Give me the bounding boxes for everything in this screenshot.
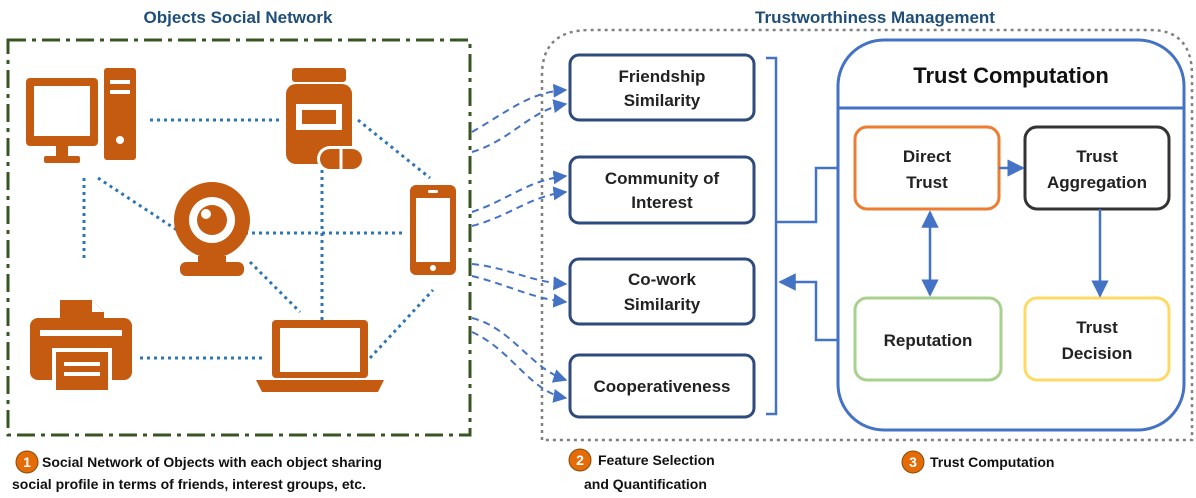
caption-3-badge (901, 450, 925, 474)
feature-to-trust-arrows (776, 159, 855, 342)
feature-flow-arrows (471, 83, 568, 403)
caption-2-number: 2 (576, 452, 584, 468)
caption-1-badge (15, 450, 39, 474)
feature-cooperativeness-label: Cooperativeness (594, 377, 731, 396)
caption-1-line2: social profile in terms of friends, inte… (12, 476, 366, 492)
trustworthiness-management-title: Trustworthiness Management (755, 8, 995, 27)
webcam-icon (174, 182, 250, 276)
feature-friendship-line1: Friendship (619, 67, 706, 86)
feature-cowork-line1: Co-work (628, 270, 697, 289)
laptop-icon (256, 320, 384, 392)
trust-aggregation-line2: Aggregation (1047, 173, 1147, 192)
trust-aggregation-line1: Trust (1076, 147, 1118, 166)
caption-3: 3 Trust Computation (901, 450, 1054, 474)
printer-icon (30, 300, 132, 394)
objects-social-network-title: Objects Social Network (144, 8, 333, 27)
feature-cowork-line2: Similarity (624, 295, 701, 314)
network-links (82, 118, 435, 360)
caption-1-number: 1 (23, 454, 31, 470)
caption-2-badge (568, 448, 592, 472)
feature-community-line1: Community of (605, 169, 720, 188)
caption-3-line1: Trust Computation (930, 454, 1054, 470)
reputation-label: Reputation (884, 331, 973, 350)
caption-2-line1: Feature Selection (598, 452, 715, 468)
caption-2: 2 Feature Selection and Quantification (568, 448, 715, 492)
caption-1: 1 Social Network of Objects with each ob… (12, 450, 382, 492)
desktop-computer-icon (26, 68, 136, 163)
feature-box-community: Community of Interest (568, 155, 756, 225)
trust-computation-title: Trust Computation (913, 63, 1109, 88)
feature-friendship-line2: Similarity (624, 91, 701, 110)
trust-decision-line1: Trust (1076, 318, 1118, 337)
reputation-box: Reputation (853, 296, 1003, 382)
direct-trust-box: Direct Trust (853, 125, 1001, 211)
direct-trust-line1: Direct (903, 147, 952, 166)
smartphone-icon (410, 185, 456, 275)
caption-3-number: 3 (909, 454, 917, 470)
features-brace (766, 56, 778, 416)
social-network-border (6, 38, 472, 437)
trustworthiness-container (540, 28, 1194, 442)
caption-2-line2: and Quantification (584, 476, 707, 492)
feature-box-cowork: Co-work Similarity (568, 257, 756, 326)
trust-decision-line2: Decision (1062, 344, 1133, 363)
feature-box-cooperativeness: Cooperativeness (568, 353, 756, 419)
caption-1-line1: Social Network of Objects with each obje… (42, 454, 382, 470)
direct-trust-line2: Trust (906, 173, 948, 192)
feature-community-line2: Interest (631, 193, 693, 212)
trust-flow-arrows (921, 159, 1109, 298)
feature-box-friendship: Friendship Similarity (568, 53, 756, 122)
trust-decision-box: Trust Decision (1023, 296, 1171, 382)
pill-bottle-icon (286, 68, 365, 172)
trust-aggregation-box: Trust Aggregation (1023, 125, 1171, 211)
